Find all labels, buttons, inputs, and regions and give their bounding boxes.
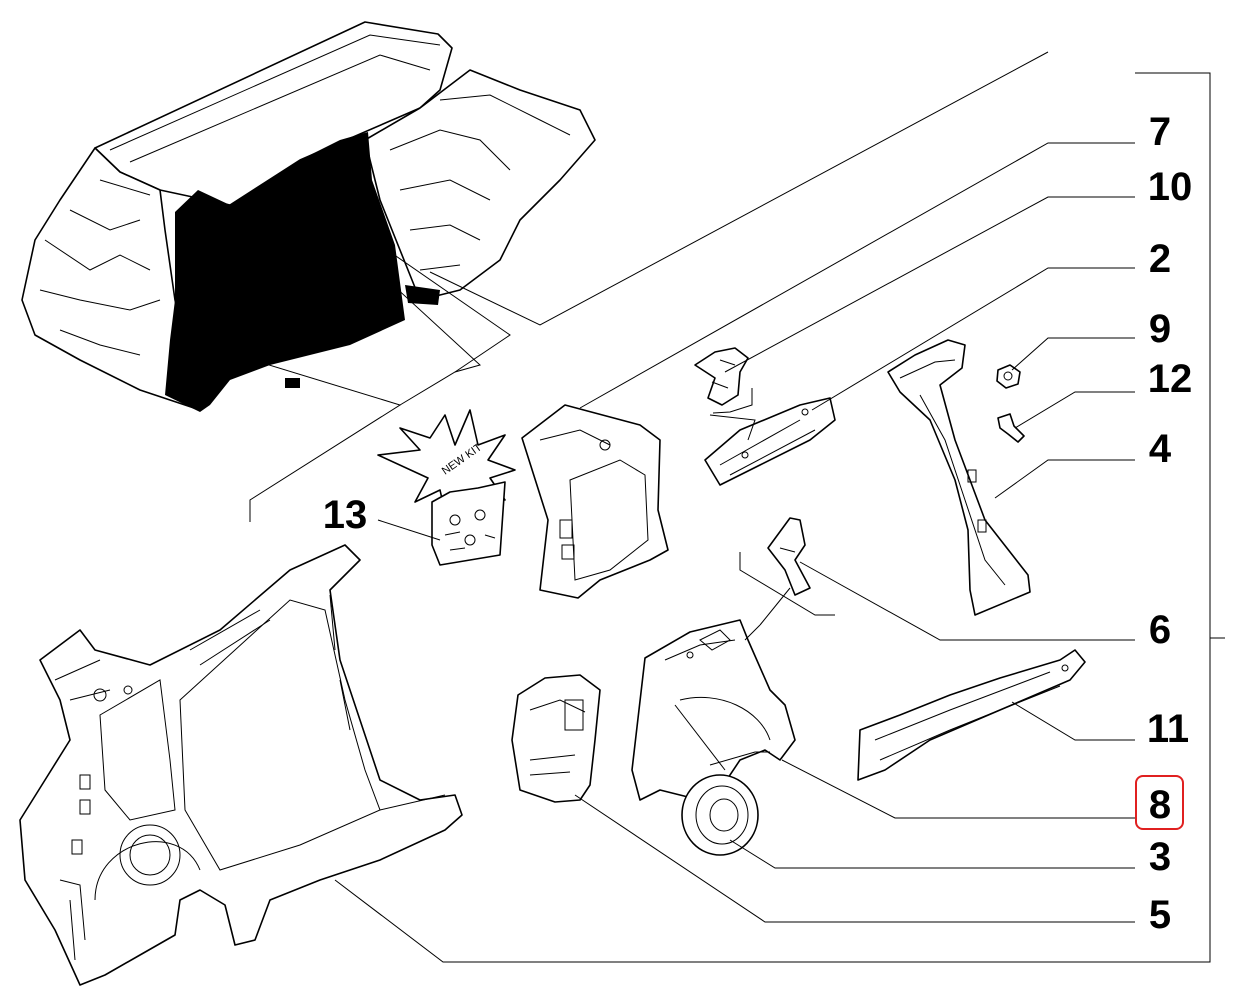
callout-6: 6 <box>1149 608 1171 652</box>
part-10-bracket <box>694 347 749 406</box>
callout-7: 7 <box>1149 110 1171 154</box>
part-5-inner-pillar <box>511 674 601 803</box>
callout-labels: 7 10 2 9 12 4 13 6 11 8 3 5 <box>323 110 1193 937</box>
callout-3: 3 <box>1149 835 1171 879</box>
callout-11: 11 <box>1147 707 1189 751</box>
part-2-rail <box>704 397 836 486</box>
part-8-wheel-arch <box>631 619 796 801</box>
main-body-side-panel <box>19 544 463 986</box>
leader-lines <box>219 51 1225 963</box>
part-6-bracket <box>767 517 811 596</box>
part-11-sill <box>857 649 1086 781</box>
callout-2: 2 <box>1149 237 1171 281</box>
car-body-shell <box>21 21 596 412</box>
callout-12: 12 <box>1148 357 1193 401</box>
part-12-bolt <box>997 413 1025 443</box>
callout-9: 9 <box>1149 307 1171 351</box>
part-4-b-pillar <box>887 339 1031 616</box>
part-7-upper-quarter-panel <box>521 404 669 599</box>
part-9-nut <box>996 364 1021 389</box>
part-13-fastener-kit <box>431 481 506 566</box>
callout-4: 4 <box>1149 427 1172 471</box>
callout-10: 10 <box>1148 165 1193 209</box>
part-3-fuel-filler-cup <box>681 774 759 856</box>
callout-13: 13 <box>323 493 368 537</box>
callout-8: 8 <box>1149 783 1171 827</box>
callout-8-highlight <box>1135 775 1184 830</box>
callout-5: 5 <box>1149 893 1171 937</box>
